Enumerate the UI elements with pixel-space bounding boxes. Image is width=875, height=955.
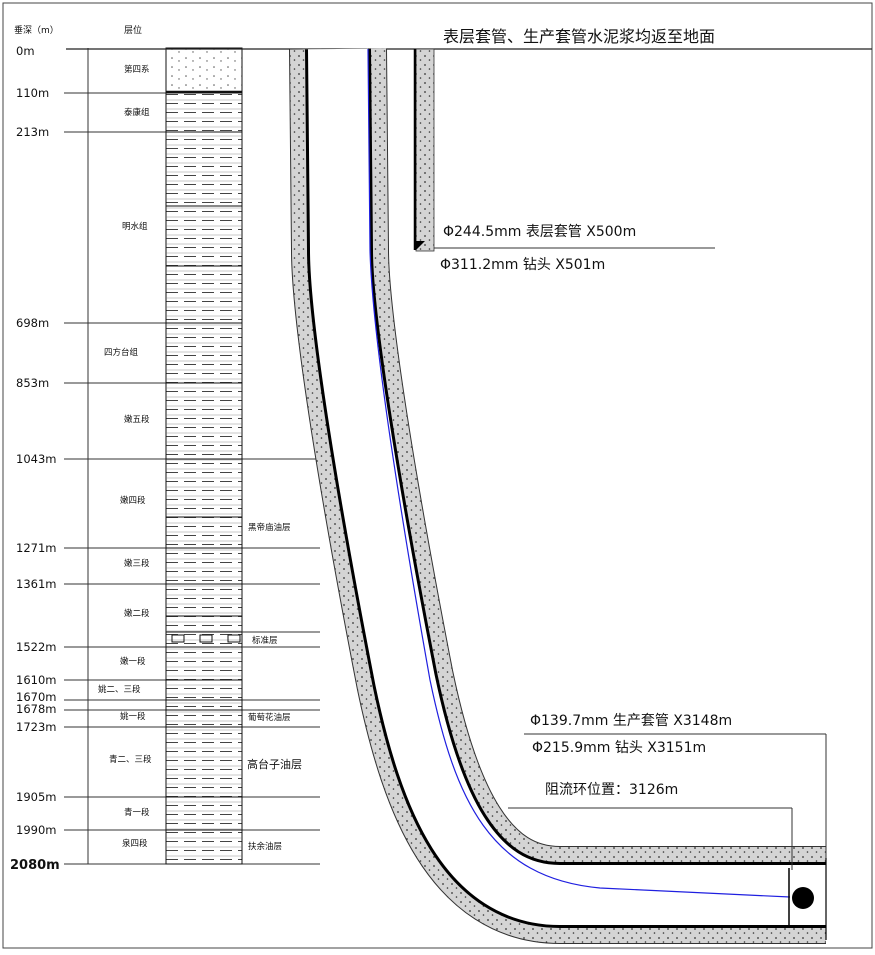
depth-label: 1990m [16, 823, 56, 837]
formation-name: 嫩五段 [124, 414, 150, 425]
formation-name: 嫩二段 [124, 608, 150, 619]
marker-bed-box-3 [227, 634, 241, 643]
oil-layer-heidimiao: 黑帝庙油层 [248, 522, 291, 533]
lithology-dashes [165, 47, 243, 865]
choke-ring-label: 阻流环位置：3126m [545, 782, 678, 798]
depth-label: 1043m [16, 452, 56, 466]
depth-label: 1522m [16, 640, 56, 654]
oil-layer-labels: 黑帝庙油层 标准层 葡萄花油层 高台子油层 扶余油层 [242, 522, 320, 852]
production-casing-label: Φ139.7mm 生产套管 X3148m [530, 713, 732, 729]
wellbore [289, 48, 827, 944]
oil-layer-gaotaizi: 高台子油层 [247, 757, 302, 771]
depth-label: 1723m [16, 720, 56, 734]
depth-label: 110m [16, 86, 49, 100]
formation-name: 嫩四段 [120, 495, 146, 506]
depth-label: 213m [16, 125, 49, 139]
formation-name: 四方台组 [104, 347, 139, 358]
tubing-line [367, 48, 791, 898]
formation-name: 嫩三段 [124, 558, 150, 569]
lithology-column [165, 47, 243, 865]
depth-label: 1610m [16, 673, 56, 687]
surface-cement-right [415, 48, 435, 252]
oil-layer-putaohua: 葡萄花油层 [248, 712, 291, 723]
formation-name: 青二、三段 [109, 754, 152, 765]
lithology-quaternary-fill [165, 47, 243, 93]
formation-name: 姚一段 [120, 711, 146, 722]
depth-label: 1361m [16, 577, 56, 591]
production-bit-label: Φ215.9mm 钻头 X3151m [532, 740, 706, 756]
depth-label: 1905m [16, 790, 56, 804]
formation-name: 泉四段 [122, 838, 148, 849]
surface-casing-shoe-right [416, 241, 425, 250]
formation-name: 明水组 [122, 221, 148, 232]
depth-column-header: 垂深（m） [14, 24, 59, 36]
oil-layer-marker-bed: 标准层 [252, 635, 278, 646]
depth-label: 1271m [16, 541, 56, 555]
marker-bed-symbol [171, 634, 241, 643]
formation-name: 泰康组 [124, 107, 150, 118]
lithology-bed-lines [166, 99, 242, 857]
surface-casing-label: Φ244.5mm 表层套管 X500m [443, 224, 636, 240]
depth-label: 1670m [16, 690, 56, 704]
layer-column-header: 层位 [124, 24, 142, 36]
annotation-lines [434, 247, 827, 870]
depth-labels: 0m 110m 213m 698m 853m 1043m 1271m 1361m 1522m 16… [10, 44, 60, 873]
formation-name: 第四系 [124, 64, 150, 75]
oil-layer-fuyu: 扶余油层 [248, 841, 282, 852]
depth-label: 698m [16, 316, 49, 330]
marker-bed-box-2 [199, 634, 213, 643]
choke-ring-ball [792, 887, 814, 909]
surface-bit-label: Φ311.2mm 钻头 X501m [440, 257, 605, 273]
depth-label: 0m [16, 44, 35, 58]
production-casing-bore [308, 48, 826, 925]
cement-top-note: 表层套管、生产套管水泥浆均返至地面 [443, 27, 715, 46]
formation-name: 姚二、三段 [98, 684, 141, 695]
formation-name: 青一段 [124, 807, 150, 818]
formation-name: 嫩一段 [120, 656, 146, 667]
depth-label: 2080m [10, 858, 60, 873]
formation-names: 第四系泰康组明水组四方台组嫩五段嫩四段嫩三段嫩二段嫩一段姚二、三段姚一段青二、三… [98, 64, 152, 849]
marker-bed-box-1 [171, 634, 185, 643]
depth-label: 1678m [16, 702, 56, 716]
depth-label: 853m [16, 376, 49, 390]
